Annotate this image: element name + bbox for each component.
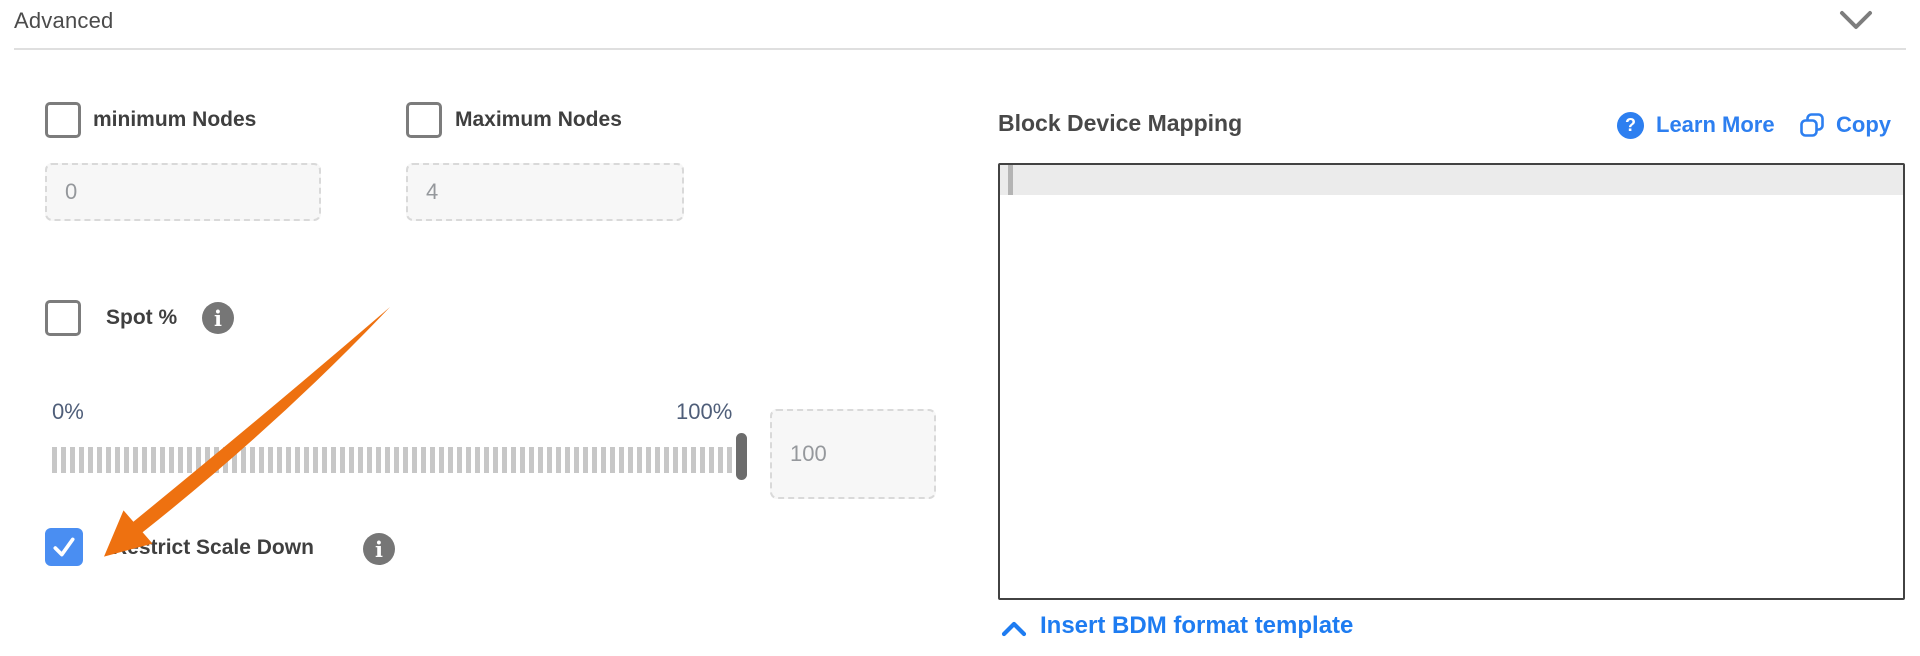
restrict-scale-down-checkbox[interactable] bbox=[45, 528, 83, 566]
help-question-icon[interactable]: ? bbox=[1617, 112, 1644, 139]
maximum-nodes-checkbox[interactable] bbox=[406, 102, 442, 138]
section-divider bbox=[14, 48, 1906, 50]
copy-link[interactable]: Copy bbox=[1836, 112, 1891, 137]
chevron-up-icon[interactable] bbox=[1001, 620, 1027, 638]
learn-more-link[interactable]: Learn More bbox=[1656, 112, 1775, 137]
insert-bdm-template-link[interactable]: Insert BDM format template bbox=[1040, 612, 1354, 639]
spot-percent-slider-handle[interactable] bbox=[736, 433, 747, 480]
spot-percent-slider-track[interactable] bbox=[52, 447, 738, 473]
spot-percent-checkbox[interactable] bbox=[45, 300, 81, 336]
section-title-advanced: Advanced bbox=[14, 8, 114, 33]
minimum-nodes-label[interactable]: minimum Nodes bbox=[93, 108, 257, 131]
slider-min-label: 0% bbox=[52, 399, 84, 424]
chevron-down-icon[interactable] bbox=[1838, 8, 1874, 34]
restrict-scale-down-label[interactable]: Restrict Scale Down bbox=[112, 536, 314, 559]
minimum-nodes-input[interactable] bbox=[45, 163, 321, 221]
slider-max-label: 100% bbox=[676, 399, 733, 424]
spot-percent-value-input[interactable] bbox=[770, 409, 936, 499]
copy-icon[interactable] bbox=[1798, 111, 1826, 141]
minimum-nodes-checkbox[interactable] bbox=[45, 102, 81, 138]
maximum-nodes-input[interactable] bbox=[406, 163, 684, 221]
editor-text-cursor bbox=[1008, 165, 1013, 195]
checkmark-icon bbox=[53, 537, 75, 557]
restrict-scale-down-info-icon[interactable]: i bbox=[363, 533, 395, 565]
bdm-editor[interactable] bbox=[998, 163, 1905, 600]
block-device-mapping-title: Block Device Mapping bbox=[998, 110, 1243, 136]
spot-percent-label[interactable]: Spot % bbox=[106, 306, 178, 329]
spot-info-icon[interactable]: i bbox=[202, 302, 234, 334]
maximum-nodes-label[interactable]: Maximum Nodes bbox=[455, 108, 622, 131]
editor-active-line bbox=[1000, 165, 1903, 195]
